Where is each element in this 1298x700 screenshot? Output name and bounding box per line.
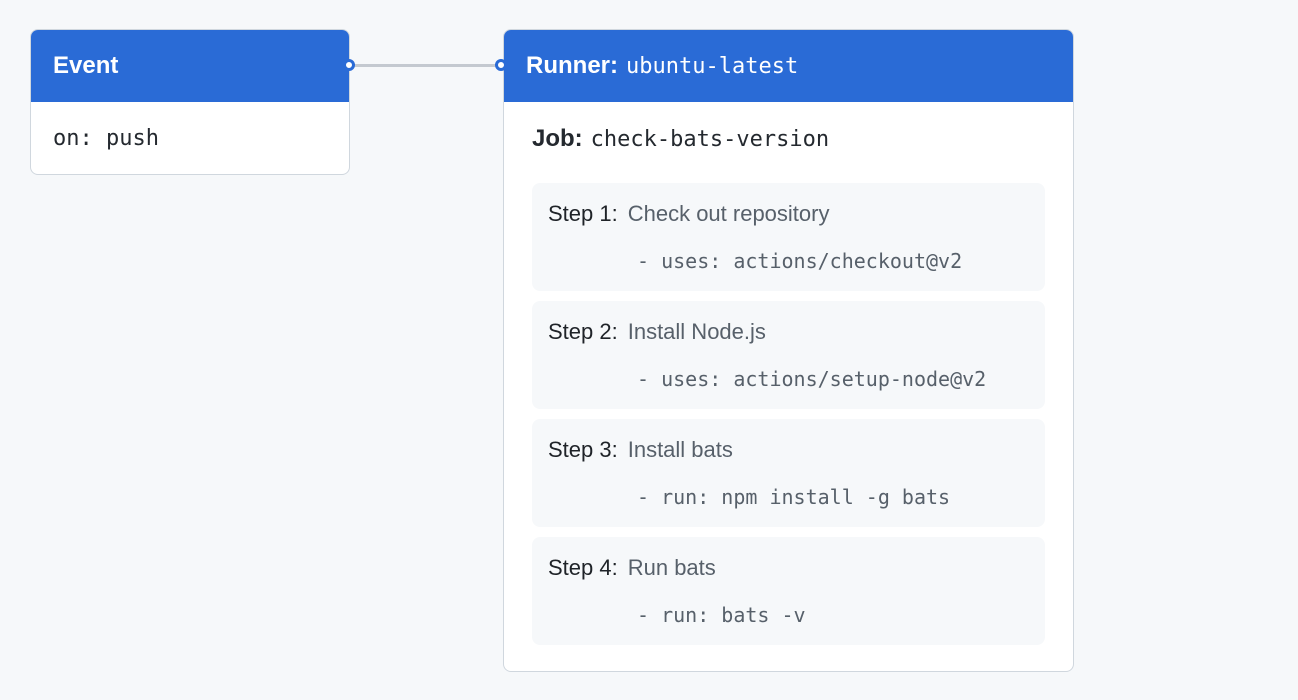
event-header: Event: [31, 30, 349, 102]
step-code: - uses: actions/checkout@v2: [637, 249, 963, 273]
step-title: Step 4: Run bats: [548, 555, 716, 581]
event-card: Event on: push: [30, 29, 350, 175]
step-title: Step 1: Check out repository: [548, 201, 829, 227]
step-number: Step 2:: [548, 319, 618, 344]
step-number: Step 3:: [548, 437, 618, 462]
event-output-port-icon: [343, 59, 355, 71]
runner-card: Runner: ubuntu-latest Job: check-bats-ve…: [503, 29, 1074, 672]
job-value: check-bats-version: [590, 127, 830, 152]
runner-value: ubuntu-latest: [626, 53, 799, 79]
step-1: Step 1: Check out repository - uses: act…: [532, 183, 1045, 291]
step-4: Step 4: Run bats - run: bats -v: [532, 537, 1045, 645]
steps-list: Step 1: Check out repository - uses: act…: [532, 183, 1045, 655]
step-code: - uses: actions/setup-node@v2: [637, 367, 987, 391]
event-trigger: on: push: [53, 125, 159, 151]
step-code: - run: npm install -g bats: [637, 485, 951, 509]
job-label: Job:: [532, 125, 583, 152]
event-runner-connector: [350, 64, 503, 67]
step-3: Step 3: Install bats - run: npm install …: [532, 419, 1045, 527]
job-line: Job: check-bats-version: [532, 125, 829, 153]
step-title: Step 3: Install bats: [548, 437, 733, 463]
step-number: Step 1:: [548, 201, 618, 226]
runner-label: Runner:: [526, 52, 618, 79]
runner-input-port-icon: [495, 59, 507, 71]
runner-header: Runner: ubuntu-latest: [504, 30, 1073, 102]
step-2: Step 2: Install Node.js - uses: actions/…: [532, 301, 1045, 409]
step-name: Install Node.js: [627, 319, 766, 344]
step-title: Step 2: Install Node.js: [548, 319, 766, 345]
step-name: Check out repository: [627, 201, 830, 226]
step-name: Run bats: [627, 555, 716, 580]
step-name: Install bats: [627, 437, 733, 462]
step-code: - run: bats -v: [637, 603, 806, 627]
event-title: Event: [53, 52, 119, 79]
step-number: Step 4:: [548, 555, 618, 580]
